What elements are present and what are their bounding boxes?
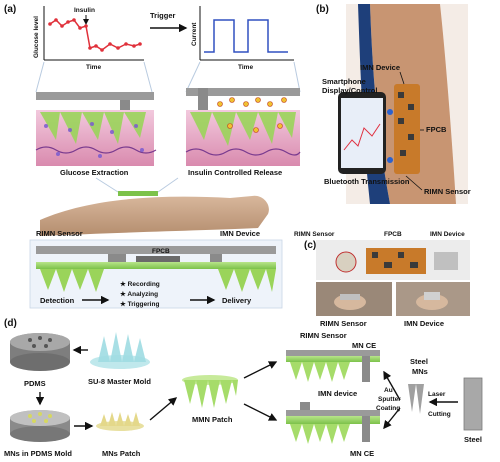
imn-device-assembly: [286, 402, 380, 444]
rimn-sensor-label-d: RIMN Sensor: [300, 331, 347, 340]
panel-d-label: (d): [4, 318, 17, 329]
mmn-patch-label: MMN Patch: [192, 415, 233, 424]
panel-b-label: (b): [316, 4, 329, 15]
triggering-label: ★ Triggering: [120, 300, 159, 308]
trigger-label: Trigger: [150, 11, 176, 20]
steel-sheet: [463, 377, 483, 431]
laser-label: Laser: [428, 391, 446, 398]
mns-patch: [96, 412, 144, 431]
photo-bottom-left: [316, 282, 392, 316]
imn-device-label-b: IMN Device: [360, 63, 400, 72]
arm-device: [118, 191, 158, 196]
insulin-release-label: Insulin Controlled Release: [188, 168, 282, 177]
mns-in-pdms-mold: [10, 410, 70, 442]
rimn-sensor-label-c2: RIMN Sensor: [320, 319, 367, 328]
glucose-chart: Glucose level Time Insulin: [33, 6, 144, 71]
rimn-sensor-label-b: RIMN Sensor: [424, 187, 471, 196]
cutting-label: Cutting: [428, 411, 451, 418]
fpcb-label-c: FPCB: [384, 231, 402, 238]
imn-device-label-c: IMN Device: [430, 231, 465, 238]
steel-mns-label-2: MNs: [412, 367, 428, 376]
device-photo: [316, 240, 470, 280]
photo-bottom-right: [396, 282, 470, 316]
mn-ce-top-label: MN CE: [352, 341, 376, 350]
bluetooth-label: Bluetooth Transmission: [324, 177, 410, 186]
current-xlabel: Time: [238, 64, 253, 71]
imn-device-label-a: IMN Device: [220, 229, 260, 238]
fpcb-label-a: FPCB: [152, 248, 170, 255]
pdms-label: PDMS: [24, 379, 46, 388]
insulin-annotation: Insulin: [74, 7, 95, 14]
smartphone-label: Smartphone: [322, 77, 366, 86]
detection-label: Detection: [40, 296, 75, 305]
current-chart: Current Time: [191, 6, 294, 71]
delivery-label: Delivery: [222, 296, 252, 305]
rimn-sensor-label-a: RIMN Sensor: [36, 229, 83, 238]
mmn-patch: [182, 375, 238, 408]
rimn-sensor-label-c: RIMN Sensor: [294, 231, 335, 238]
glucose-xlabel: Time: [86, 64, 101, 71]
imn-device-label-d: IMN device: [318, 389, 357, 398]
steel-label: Steel: [464, 435, 482, 444]
current-ylabel: Current: [191, 22, 198, 46]
mns-patch-label: MNs Patch: [102, 449, 141, 458]
pdms-mold: [10, 333, 70, 371]
arm-illustration: [40, 195, 269, 236]
rimn-sensor-assembly: [286, 350, 380, 382]
glucose-extraction-illustration: [35, 92, 157, 166]
panel-a-label: (a): [4, 4, 16, 15]
glucose-ylabel: Glucose level: [33, 16, 40, 58]
current-line: [204, 19, 288, 53]
panel-c-label: (c): [304, 240, 316, 251]
glucose-extraction-label: Glucose Extraction: [60, 168, 129, 177]
display-control-label: Display/Control: [322, 86, 377, 95]
su8-label: SU-8 Master Mold: [88, 377, 151, 386]
mns-in-pdms-label: MNs in PDMS Mold: [4, 449, 72, 458]
su8-master-mold: [90, 332, 150, 369]
sputter-label: Sputter: [378, 396, 401, 403]
coating-label: Coating: [376, 405, 400, 412]
imn-device-label-c2: IMN Device: [404, 319, 444, 328]
insulin-release-illustration: [185, 88, 301, 166]
arm-photo: [338, 4, 468, 204]
analyzing-label: ★ Analyzing: [120, 290, 158, 298]
recording-label: ★ Recording: [120, 280, 160, 288]
fpcb-label-b: FPCB: [426, 125, 447, 134]
steel-mns: [408, 384, 424, 414]
mn-ce-bottom-label: MN CE: [350, 449, 374, 458]
system-cross-section: [29, 239, 283, 309]
steel-mns-label-1: Steel: [410, 357, 428, 366]
au-label: Au: [384, 387, 393, 394]
